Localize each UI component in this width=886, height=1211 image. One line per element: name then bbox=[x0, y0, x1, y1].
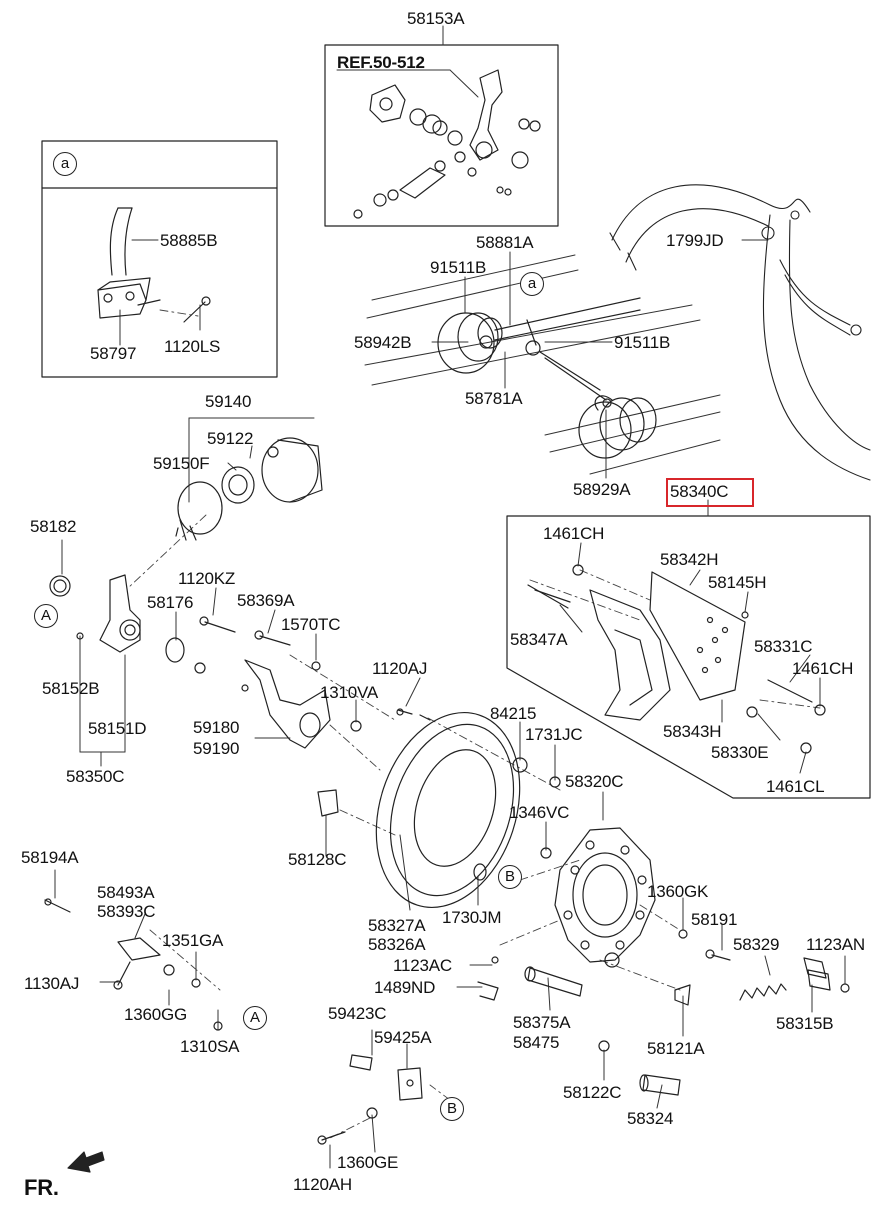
part-label[interactable]: 1799JD bbox=[666, 231, 724, 250]
part-label[interactable]: 1731JC bbox=[525, 725, 583, 744]
dust-shield bbox=[375, 708, 521, 908]
part-label[interactable]: 1489ND bbox=[374, 978, 436, 997]
hose bbox=[609, 184, 871, 481]
part-label[interactable]: 58194A bbox=[21, 848, 79, 867]
ref-label[interactable]: REF.50-512 bbox=[337, 53, 425, 72]
part-label[interactable]: 1130AJ bbox=[24, 974, 80, 993]
callout-A-upper[interactable]: A bbox=[34, 604, 58, 628]
part-label[interactable]: 58342H bbox=[660, 550, 719, 569]
part-label[interactable]: 1461CH bbox=[792, 659, 854, 678]
part-label[interactable]: 58145H bbox=[708, 573, 767, 592]
brake-shoe-kit bbox=[527, 564, 826, 754]
callout-B-lower[interactable]: B bbox=[440, 1097, 464, 1121]
ref-inset-parts bbox=[353, 69, 541, 219]
part-label[interactable]: 59423C bbox=[328, 1004, 387, 1023]
part-label[interactable]: 58315B bbox=[776, 1014, 834, 1033]
camshaft bbox=[477, 956, 691, 1096]
part-label[interactable]: 58942B bbox=[354, 333, 412, 352]
leader-lines bbox=[54, 25, 846, 1169]
part-label[interactable]: 58320C bbox=[565, 772, 624, 791]
small-parts bbox=[317, 757, 561, 881]
part-label[interactable]: 58128C bbox=[288, 850, 347, 869]
detail-a-box bbox=[41, 140, 278, 378]
part-label[interactable]: 58330E bbox=[711, 743, 769, 762]
part-label[interactable]: 58347A bbox=[510, 630, 568, 649]
part-label[interactable]: 1461CH bbox=[543, 524, 605, 543]
front-label: FR. bbox=[24, 1175, 59, 1200]
part-label[interactable]: 58797 bbox=[90, 344, 137, 363]
slack-adjuster bbox=[49, 574, 206, 674]
part-label[interactable]: 58929A bbox=[573, 480, 631, 499]
part-label[interactable]: 1120AJ bbox=[372, 659, 428, 678]
part-label[interactable]: 1310VA bbox=[320, 683, 379, 702]
part-label[interactable]: 1360GE bbox=[337, 1153, 399, 1172]
highlight-box bbox=[666, 478, 754, 507]
part-label[interactable]: 1360GK bbox=[647, 882, 709, 901]
part-label[interactable]: 59180 bbox=[193, 718, 240, 737]
part-label[interactable]: 58122C bbox=[563, 1083, 622, 1102]
part-label[interactable]: 58182 bbox=[30, 517, 77, 536]
lower-left-parts bbox=[44, 898, 223, 1031]
part-label[interactable]: 58781A bbox=[465, 389, 523, 408]
part-label[interactable]: 58343H bbox=[663, 722, 722, 741]
brake-shoe-kit-box bbox=[506, 515, 871, 799]
part-label[interactable]: 59140 bbox=[205, 392, 252, 411]
front-arrow bbox=[67, 1151, 105, 1173]
cable-drum bbox=[578, 397, 657, 459]
callout-A-lower[interactable]: A bbox=[243, 1006, 267, 1030]
part-label[interactable]: 58176 bbox=[147, 593, 194, 612]
part-label[interactable]: 58393C bbox=[97, 902, 156, 921]
part-label[interactable]: 58375A bbox=[513, 1013, 571, 1032]
part-label[interactable]: 1346VC bbox=[509, 803, 570, 822]
part-label[interactable]: 1730JM bbox=[442, 908, 502, 927]
cable-actuator bbox=[437, 297, 641, 411]
part-label[interactable]: 58350C bbox=[66, 767, 125, 786]
part-label[interactable]: 58329 bbox=[733, 935, 780, 954]
callout-a-main[interactable]: a bbox=[520, 272, 544, 296]
part-label[interactable]: 1570TC bbox=[281, 615, 341, 634]
part-label[interactable]: 1120LS bbox=[164, 337, 221, 356]
part-label[interactable]: 59150F bbox=[153, 454, 210, 473]
part-label[interactable]: 58881A bbox=[476, 233, 534, 252]
part-label[interactable]: 1351GA bbox=[162, 931, 224, 950]
detail-a-parts bbox=[97, 207, 211, 323]
ref-inset-box bbox=[324, 44, 559, 227]
part-label[interactable]: 58153A bbox=[407, 9, 465, 28]
part-label[interactable]: 58326A bbox=[368, 935, 426, 954]
part-label[interactable]: 84215 bbox=[490, 704, 537, 723]
part-label[interactable]: 58327A bbox=[368, 916, 426, 935]
part-label[interactable]: 58151D bbox=[88, 719, 147, 738]
part-label[interactable]: 58324 bbox=[627, 1109, 674, 1128]
part-label[interactable]: 58369A bbox=[237, 591, 295, 610]
part-label[interactable]: 58493A bbox=[97, 883, 155, 902]
part-label[interactable]: 58475 bbox=[513, 1033, 560, 1052]
camshaft-bracket bbox=[199, 616, 362, 749]
brake-spider bbox=[554, 827, 731, 968]
part-label[interactable]: 1123AC bbox=[393, 956, 452, 975]
return-springs bbox=[739, 957, 850, 1001]
part-label[interactable]: 1461CL bbox=[766, 777, 825, 796]
callout-B-upper[interactable]: B bbox=[498, 865, 522, 889]
part-label[interactable]: 1120AH bbox=[293, 1175, 352, 1194]
part-label[interactable]: 58885B bbox=[160, 231, 218, 250]
part-label[interactable]: 58121A bbox=[647, 1039, 705, 1058]
part-label[interactable]: 91511B bbox=[430, 258, 487, 277]
part-label[interactable]: 1360GG bbox=[124, 1005, 188, 1024]
part-label[interactable]: 58152B bbox=[42, 679, 100, 698]
part-label[interactable]: 59190 bbox=[193, 739, 240, 758]
part-label[interactable]: 59425A bbox=[374, 1028, 432, 1047]
part-label[interactable]: 58191 bbox=[691, 910, 738, 929]
part-label[interactable]: 59122 bbox=[207, 429, 254, 448]
callout-a-detail[interactable]: a bbox=[53, 152, 77, 176]
bottom-parts bbox=[317, 1054, 423, 1145]
part-label-highlighted[interactable]: 58340C bbox=[670, 482, 729, 501]
brake-chamber bbox=[175, 437, 323, 541]
part-label[interactable]: 1120KZ bbox=[178, 569, 236, 588]
part-label[interactable]: 91511B bbox=[614, 333, 671, 352]
part-label[interactable]: 1123AN bbox=[806, 935, 865, 954]
part-label[interactable]: 1310SA bbox=[180, 1037, 240, 1056]
part-label[interactable]: 58331C bbox=[754, 637, 813, 656]
